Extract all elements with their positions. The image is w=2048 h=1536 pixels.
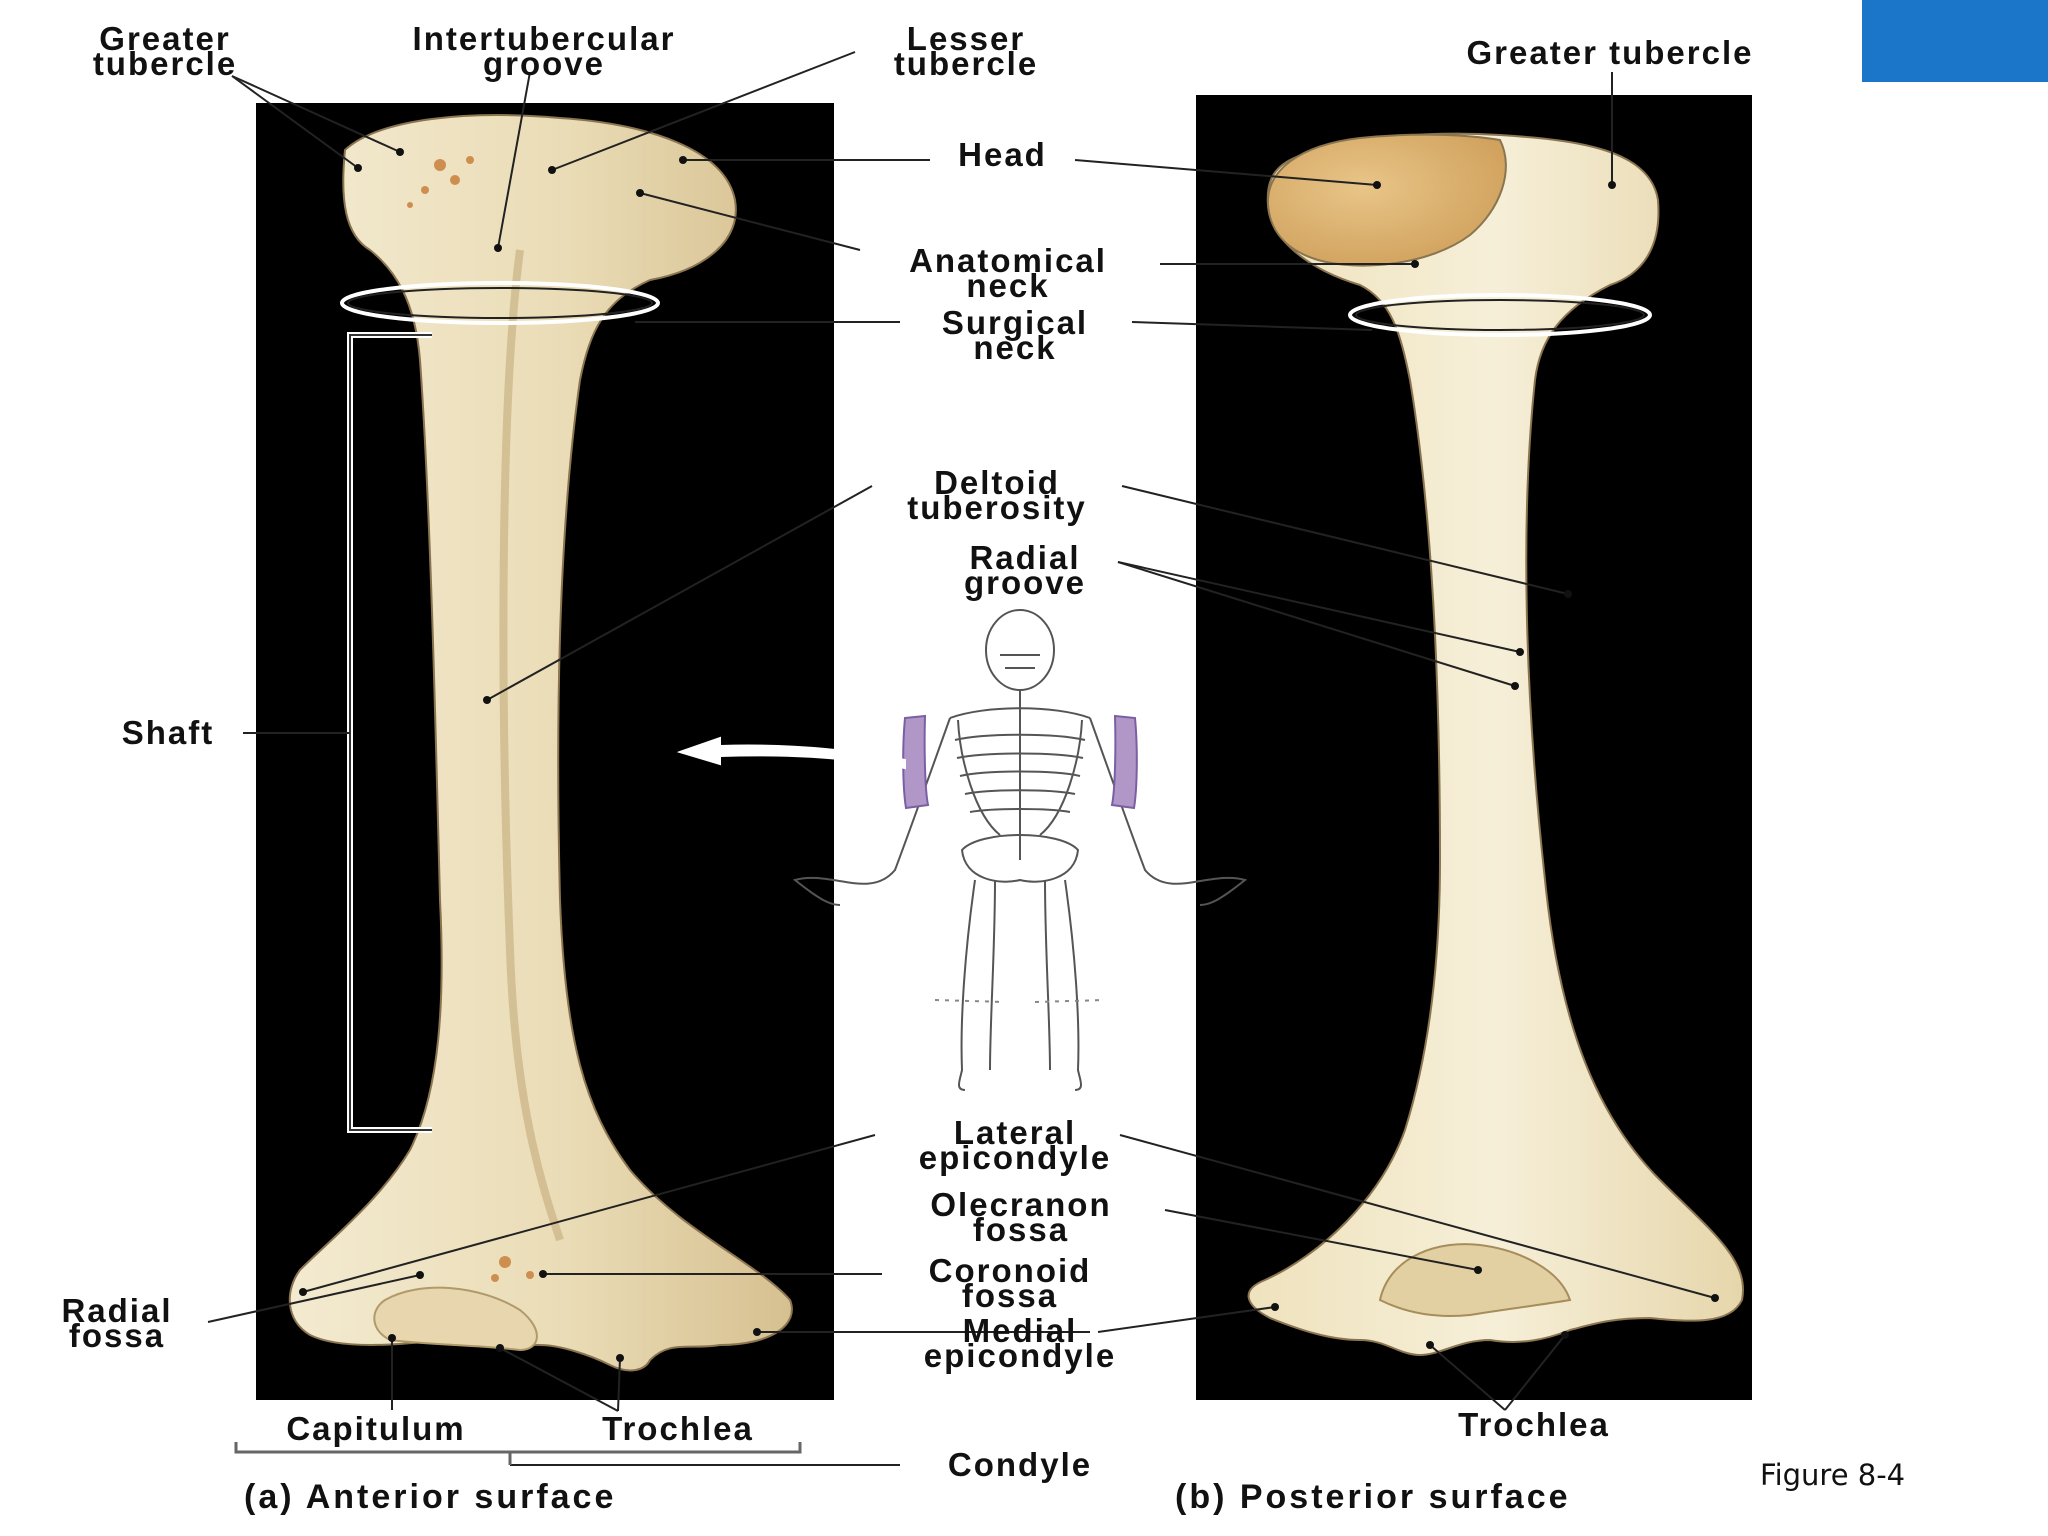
surgical-neck-ring-b: [1348, 293, 1652, 337]
anterior-surface-caption: (a) Anterior surface: [244, 1478, 617, 1516]
trochlea-label-b: Trochlea: [1458, 1406, 1610, 1443]
figure-number-label: Figure 8-4: [1760, 1458, 1906, 1492]
capitulum-label: Capitulum: [286, 1410, 466, 1447]
leader-lines: [207, 51, 1716, 1466]
skeleton-locator-figure: [792, 609, 1248, 1091]
posterior-head: [1266, 133, 1507, 267]
slide-corner-accent: [1862, 0, 2048, 82]
anterior-shaft-ridge: [499, 249, 564, 1242]
head-label: Head: [958, 136, 1047, 173]
condyle-bracket: [234, 1442, 802, 1454]
posterior-surface-caption: (b) Posterior surface: [1175, 1478, 1571, 1516]
anterior-condyle-groove: [373, 1286, 538, 1352]
anterior-humerus-bone: [288, 114, 793, 1372]
surgical-neck-ring-b-inner: [1355, 299, 1645, 331]
highlighted-humerus-left: [902, 714, 930, 810]
shaft-label: Shaft: [121, 714, 215, 751]
greater-tubercle-label-b: Greater tubercle: [1466, 34, 1754, 71]
surgical-neck-ring-a: [340, 281, 660, 325]
surgical-neck-ring-a-inner: [347, 287, 653, 319]
leader-dots: [299, 148, 1719, 1362]
anterior-head-spots: [407, 156, 534, 1282]
highlighted-humerus-right: [1110, 714, 1138, 810]
olecranon-fossa-shape: [1378, 1243, 1572, 1318]
locator-arrow: [676, 736, 906, 770]
trochlea-label-a: Trochlea: [602, 1410, 754, 1447]
condyle-label: Condyle: [947, 1446, 1093, 1483]
